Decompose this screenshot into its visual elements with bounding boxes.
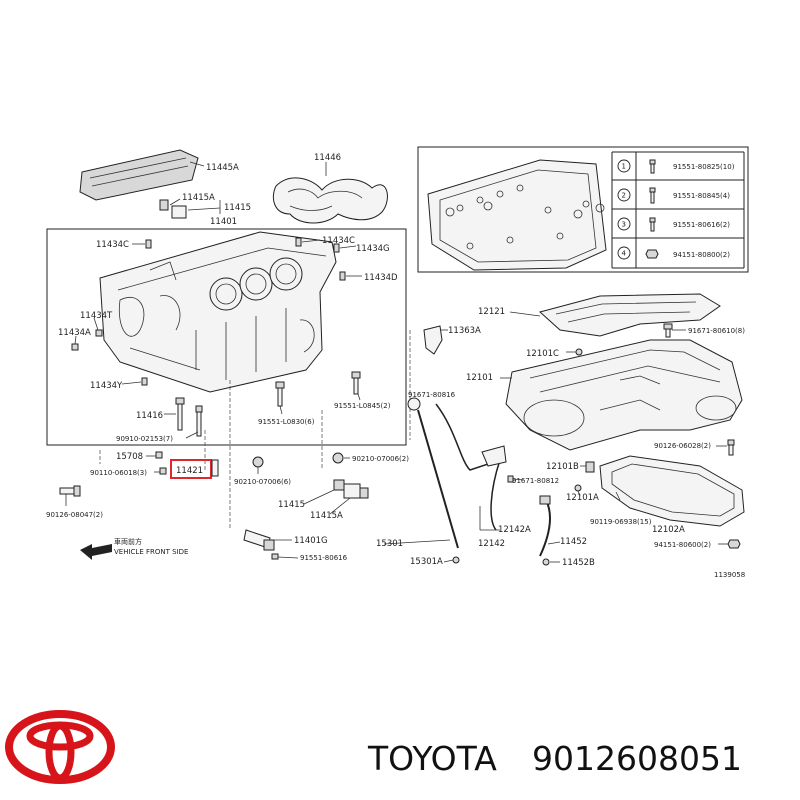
part-91671-80812 — [507, 475, 525, 483]
part-number: 9012608051 — [532, 739, 742, 778]
label-11434A: 11434A — [58, 328, 91, 338]
part-11421-pin — [211, 459, 219, 477]
block-fasteners — [71, 237, 362, 386]
inset-bolt-pattern — [427, 159, 607, 271]
figure-code: 1139058 — [714, 571, 745, 579]
part-11416 — [164, 397, 203, 439]
engine-block — [99, 231, 337, 393]
label-91671-80610: 91671-80610(8) — [688, 327, 745, 335]
label-11415-lower: 11415 — [278, 500, 305, 510]
legend-num-4: 4 — [622, 250, 627, 258]
part-dipstick-15301 — [383, 397, 460, 564]
part-12101C — [566, 348, 583, 356]
label-12101A: 12101A — [566, 493, 599, 503]
label-90119-06938: 90119-06938(15) — [590, 518, 652, 526]
label-11434C-right: 11434C — [322, 236, 355, 246]
part-15708 — [146, 451, 167, 475]
label-90910-02153: 90910-02153(7) — [116, 435, 173, 443]
inset-legend-row-3: 3 91551-80616(2) — [617, 217, 730, 232]
legend-part-4: 94151-80800(2) — [673, 251, 730, 259]
part-94151-80600 — [718, 539, 741, 549]
vehicle-front-arrow — [80, 544, 112, 560]
part-90126-08047 — [59, 485, 81, 506]
label-11421: 11421 — [176, 466, 203, 476]
label-15301: 15301 — [376, 539, 403, 549]
label-11415A-top: 11415A — [182, 193, 215, 203]
label-15708: 15708 — [116, 452, 143, 462]
label-11452B: 11452B — [562, 558, 595, 568]
label-11445A: 11445A — [206, 163, 239, 173]
label-12101C: 12101C — [526, 349, 559, 359]
part-90210-07006-a — [252, 456, 264, 474]
label-15301A: 15301A — [410, 557, 443, 567]
label-11452: 11452 — [560, 537, 587, 547]
block-right-bolts — [275, 371, 361, 415]
label-front-jp: 車両前方 — [114, 537, 142, 546]
label-11415-top: 11415 — [224, 203, 251, 213]
legend-part-3: 91551-80616(2) — [673, 221, 730, 229]
label-11363A: 11363A — [448, 326, 481, 336]
label-94151-80600: 94151-80600(2) — [654, 541, 711, 549]
label-90210-07006-a: 90210-07006(6) — [234, 478, 291, 486]
label-12142: 12142 — [478, 539, 505, 549]
label-91671-80816: 91671-80816 — [408, 391, 456, 399]
label-90126-08047: 90126-08047(2) — [46, 511, 103, 519]
label-11401: 11401 — [210, 217, 237, 227]
label-12142A: 12142A — [498, 525, 531, 535]
part-11415A-top — [159, 198, 221, 219]
label-91551-80616: 91551-80616 — [300, 554, 348, 562]
label-91551-L0845: 91551-L0845(2) — [334, 402, 391, 410]
part-11446 — [272, 162, 388, 224]
part-12101 — [500, 339, 743, 451]
part-12101A — [574, 484, 582, 497]
part-11452 — [539, 495, 561, 566]
part-12102A — [599, 455, 745, 527]
label-12101B: 12101B — [546, 462, 579, 472]
label-11416: 11416 — [136, 411, 163, 421]
label-12101: 12101 — [466, 373, 493, 383]
part-11401G — [243, 529, 299, 560]
part-11445A — [79, 149, 205, 201]
label-12121: 12121 — [478, 307, 505, 317]
inset-legend-row-2: 2 91551-80845(4) — [617, 187, 730, 204]
legend-num-3: 3 — [622, 221, 626, 229]
legend-part-1: 91551-80825(10) — [673, 163, 735, 171]
label-11434T: 11434T — [80, 311, 113, 321]
part-12101B — [580, 461, 595, 473]
label-front-en: VEHICLE FRONT SIDE — [114, 548, 188, 556]
part-91671-80610 — [663, 323, 686, 338]
label-91671-80812: 91671-80812 — [512, 477, 559, 485]
label-91551-L0830: 91551-L0830(6) — [258, 418, 315, 426]
toyota-logo — [5, 710, 115, 784]
label-12102A: 12102A — [652, 525, 685, 535]
inset-frame — [417, 146, 749, 273]
label-11434D: 11434D — [364, 273, 398, 283]
label-90210-07006-b: 90210-07006(2) — [352, 455, 409, 463]
block-frame — [46, 228, 407, 446]
legend-num-1: 1 — [622, 163, 626, 171]
part-11415-lower — [303, 479, 369, 515]
part-11363A — [423, 325, 448, 355]
label-90110-06018: 90110-06018(3) — [90, 469, 147, 477]
inset-legend-row-4: 4 94151-80800(2) — [617, 246, 730, 260]
part-dipstick-guide-12142 — [435, 403, 507, 531]
label-11434G: 11434G — [356, 244, 390, 254]
part-90210-07006-b — [332, 452, 350, 464]
brand-name: TOYOTA — [367, 739, 497, 778]
inset-legend-row-1: 1 91551-80825(10) — [617, 159, 735, 174]
legend-part-2: 91551-80845(4) — [673, 192, 730, 200]
label-11434Y: 11434Y — [90, 381, 123, 391]
part-12121 — [509, 293, 721, 337]
label-11415A-lower: 11415A — [310, 511, 343, 521]
label-11434C-left: 11434C — [96, 240, 129, 250]
part-90126-06028 — [716, 439, 735, 456]
legend-num-2: 2 — [622, 192, 626, 200]
highlight-11421 — [170, 459, 212, 479]
label-90126-06028: 90126-06028(2) — [654, 442, 711, 450]
label-11401G: 11401G — [294, 536, 328, 546]
label-11446: 11446 — [314, 153, 341, 163]
inset-legend: 1 91551-80825(10) 2 91551-80845(4) 3 915… — [611, 151, 745, 269]
